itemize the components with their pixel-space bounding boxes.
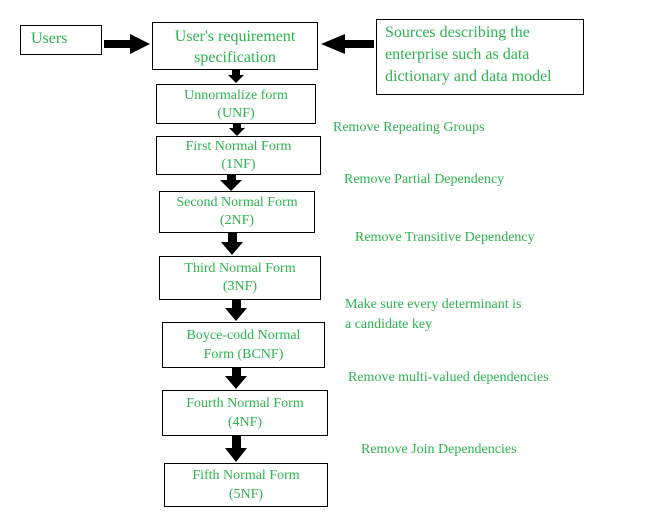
arrow-users-to-spec [104, 34, 150, 54]
sources-box: Sources describing the enterprise such a… [376, 19, 584, 95]
1nf-box: First Normal Form (1NF) [156, 136, 321, 175]
arrow-2nf-to-3nf [221, 233, 243, 255]
step-remove-join-dependencies: Remove Join Dependencies [361, 442, 517, 457]
step-determinant-line-2: a candidate key [345, 317, 433, 332]
5nf-abbr: (5NF) [228, 487, 264, 502]
step-remove-transitive-dependency: Remove Transitive Dependency [355, 230, 535, 245]
users-box: Users [20, 25, 102, 55]
3nf-box: Third Normal Form (3NF) [159, 256, 321, 300]
unf-name: Unnormalize form [184, 88, 288, 103]
2nf-abbr: (2NF) [219, 213, 255, 228]
sources-line-2: enterprise such as data [385, 46, 530, 63]
4nf-box: Fourth Normal Form (4NF) [162, 390, 328, 436]
3nf-abbr: (3NF) [222, 279, 258, 294]
bcnf-name: Boyce-codd Normal [186, 328, 301, 343]
unf-abbr: (UNF) [217, 106, 255, 121]
4nf-name: Fourth Normal Form [186, 396, 304, 411]
requirement-spec-box: User's requirement specification [152, 22, 318, 70]
2nf-box: Second Normal Form (2NF) [159, 191, 315, 233]
5nf-box: Fifth Normal Form (5NF) [164, 463, 328, 507]
step-determinant-line-1: Make sure every determinant is [345, 297, 522, 312]
arrow-sources-to-spec [321, 34, 374, 54]
users-label: Users [31, 30, 68, 47]
1nf-name: First Normal Form [185, 139, 292, 154]
step-remove-partial-dependency: Remove Partial Dependency [344, 172, 505, 187]
bcnf-abbr: Form (BCNF) [203, 347, 284, 362]
bcnf-box: Boyce-codd Normal Form (BCNF) [162, 322, 325, 368]
spec-line-1: User's requirement [174, 28, 296, 45]
arrow-spec-to-unf [228, 70, 244, 83]
3nf-name: Third Normal Form [184, 261, 296, 276]
sources-line-1: Sources describing the [385, 24, 530, 41]
arrow-4nf-to-5nf [225, 436, 247, 462]
spec-line-2: specification [194, 49, 276, 66]
sources-line-3: dictionary and data model [385, 68, 552, 85]
arrow-1nf-to-2nf [220, 175, 242, 191]
2nf-name: Second Normal Form [176, 195, 298, 210]
5nf-name: Fifth Normal Form [192, 468, 300, 483]
step-remove-multivalued-dependencies: Remove multi-valued dependencies [348, 370, 549, 385]
arrow-unf-to-1nf [229, 124, 245, 136]
arrow-3nf-to-bcnf [225, 300, 247, 321]
unf-box: Unnormalize form (UNF) [156, 84, 316, 124]
step-remove-repeating-groups: Remove Repeating Groups [333, 120, 485, 135]
4nf-abbr: (4NF) [227, 415, 263, 430]
arrow-bcnf-to-4nf [225, 368, 247, 389]
1nf-abbr: (1NF) [221, 157, 256, 172]
